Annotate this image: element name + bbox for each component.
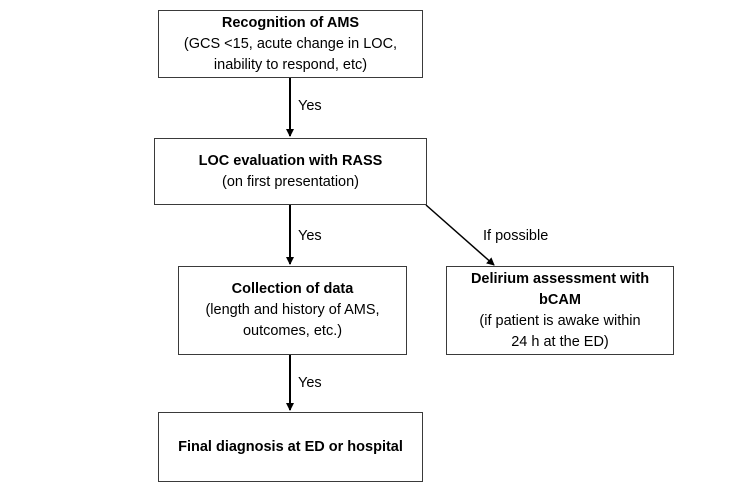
node-title: Collection of data xyxy=(231,281,354,297)
edge-label-if-possible: If possible xyxy=(483,228,549,244)
node-collection-of-data: Collection of data (length and history o… xyxy=(178,266,407,355)
arrow-loc-to-delirium xyxy=(425,204,495,266)
node-detail: 24 h at the ED) xyxy=(511,333,609,350)
node-delirium-assessment: Delirium assessment with bCAM (if patien… xyxy=(446,266,674,355)
node-detail: outcomes, etc.) xyxy=(242,323,343,339)
node-title: Recognition of AMS xyxy=(221,14,360,31)
node-loc-evaluation: LOC evaluation with RASS (on first prese… xyxy=(154,138,427,205)
node-recognition-of-ams: Recognition of AMS (GCS <15, acute chang… xyxy=(158,10,423,78)
node-title: Delirium assessment with xyxy=(470,270,650,287)
node-title: bCAM xyxy=(539,291,581,308)
edge-label-yes: Yes xyxy=(298,375,322,391)
node-title: LOC evaluation with RASS xyxy=(198,152,383,169)
node-detail: inability to respond, etc) xyxy=(213,56,368,73)
node-title: Final diagnosis at ED or hospital xyxy=(178,438,403,455)
edge-label-yes: Yes xyxy=(298,228,322,244)
node-detail: (if patient is awake within xyxy=(479,312,641,329)
node-detail: (on first presentation) xyxy=(221,173,359,190)
node-final-diagnosis: Final diagnosis at ED or hospital xyxy=(158,412,423,482)
node-detail: (GCS <15, acute change in LOC, xyxy=(183,35,398,52)
node-detail: (length and history of AMS, xyxy=(205,302,380,318)
edge-label-yes: Yes xyxy=(298,98,322,114)
